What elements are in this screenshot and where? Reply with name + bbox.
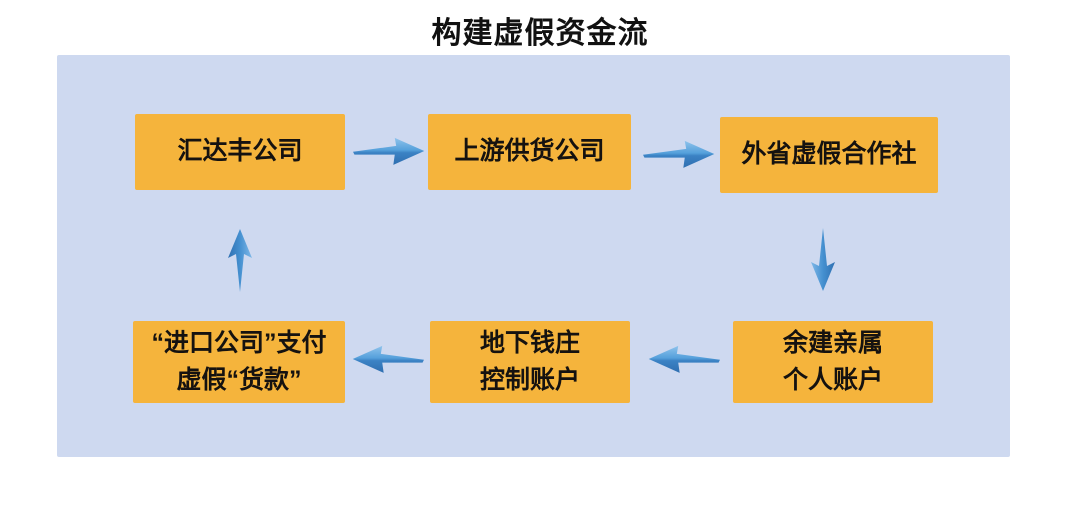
node-fake-cooperative: 外省虚假合作社 [720, 117, 938, 193]
arrow-up-import-to-huidafeng-icon [225, 228, 255, 292]
arrow-down-coop-to-relatives-icon [808, 228, 838, 292]
node-underground-bank-account: 地下钱庄 控制账户 [430, 321, 630, 403]
arrow-right-upstream-to-coop-icon [643, 135, 715, 173]
page-title: 构建虚假资金流 [431, 17, 649, 50]
node-huidafeng-company: 汇达丰公司 [135, 114, 345, 190]
node-import-company-payment: “进口公司”支付 虚假“货款” [133, 321, 345, 403]
node-upstream-supplier: 上游供货公司 [428, 114, 631, 190]
arrow-left-bank-to-import-icon [352, 340, 424, 378]
node-relatives-personal-account: 余建亲属 个人账户 [733, 321, 933, 403]
arrow-left-relatives-to-bank-icon [648, 340, 720, 378]
arrow-right-huidafeng-to-upstream-icon [353, 132, 425, 170]
